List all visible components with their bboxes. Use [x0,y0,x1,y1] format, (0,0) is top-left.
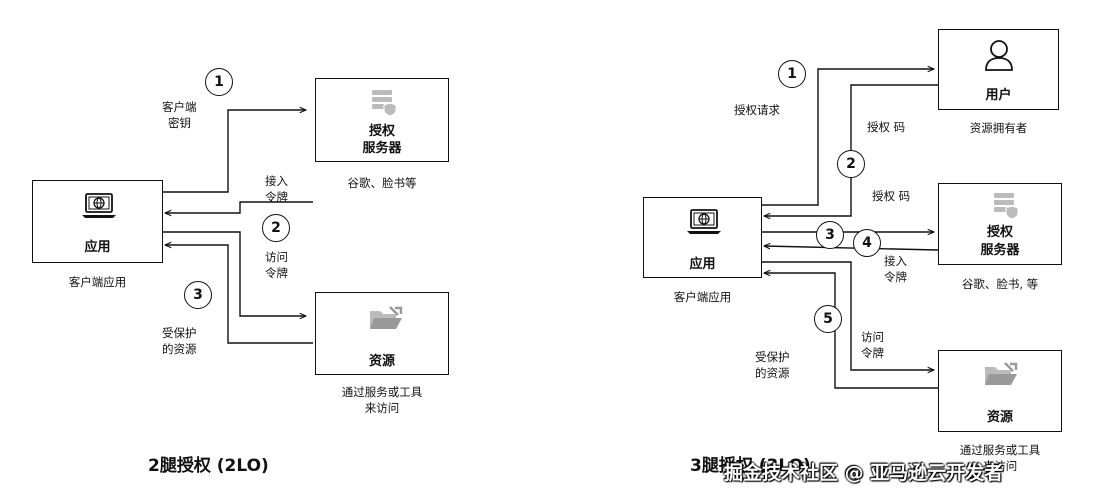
folder-tools-icon [370,306,403,329]
arrow-visit-token-right [762,261,934,370]
resource-caption-1: 通过服务或工具 [959,443,1041,457]
server-shield-icon [372,90,397,117]
label-access-token-in-1: 接入 [265,174,288,188]
resource-caption-2: 来访问 [982,459,1018,473]
step-3-left: 3 [184,281,212,309]
user-box: 用户 [938,29,1059,110]
label-visit-token-1: 访问 [861,330,884,344]
resource-box-left: 资源 [315,292,449,375]
auth-server-title-2: 服务器 [362,141,402,156]
label-protected-2: 的资源 [162,342,197,356]
arrow-visit-token [163,231,306,316]
step-5-right: 5 [814,305,842,333]
user-caption: 资源拥有者 [969,121,1028,135]
label-visit-token-1: 访问 [265,250,288,264]
label-access-token-in-1: 接入 [884,254,907,268]
resource-title: 资源 [986,410,1013,425]
user-icon [985,40,1013,71]
label-access-token-in-2: 令牌 [884,270,907,284]
step-1-right: 1 [778,60,806,88]
auth-server-title-2: 服务器 [980,243,1020,258]
auth-server-title-1: 授权 [986,225,1013,240]
app-box-right: 应用 [643,197,762,278]
app-caption: 客户端应用 [673,290,732,304]
label-access-token-in-2: 令牌 [265,190,288,204]
step-4-right: 4 [853,229,881,257]
arrow-access-token [165,201,313,213]
step-3-right: 3 [816,221,844,249]
watermark: 掘金技术社区 @ 亚马逊云开发者 [724,462,1004,484]
app-box-left: 应用 [32,180,163,263]
auth-server-caption: 谷歌、脸书, 等 [961,277,1039,291]
label-visit-token-2: 令牌 [265,266,288,280]
label-auth-request: 授权请求 [734,103,780,117]
laptop-globe-icon [687,209,721,234]
label-protected-1: 受保护 [162,326,197,340]
label-protected-2: 的资源 [755,366,790,380]
step-1-left: 1 [205,68,233,96]
auth-server-caption: 谷歌、脸书等 [347,176,417,190]
label-client-key-1: 客户端 [162,100,197,114]
resource-caption-1: 通过服务或工具 [341,385,423,399]
step-2-right: 2 [837,150,865,178]
diagram-caption-left: 2腿授权 (2LO) [148,456,269,476]
app-title: 应用 [689,257,716,272]
user-title: 用户 [985,88,1012,103]
arrow-protected-resource [165,245,313,344]
app-title: 应用 [84,240,111,255]
laptop-globe-icon [82,193,116,218]
arrow-client-key [163,110,306,193]
step-2-left: 2 [262,214,290,242]
arrow-auth-request [762,69,934,206]
folder-tools-icon [985,362,1018,385]
auth-server-box-right: 授权 服务器 [938,183,1062,265]
label-client-key-2: 密钥 [168,116,191,130]
app-caption: 客户端应用 [68,275,127,289]
resource-caption-2: 来访问 [364,401,400,415]
arrow-access-token-right [764,246,939,251]
server-shield-icon [994,193,1019,220]
label-auth-code-2: 授权 码 [872,189,911,203]
resource-box-right: 资源 [938,350,1062,432]
resource-title: 资源 [368,354,395,369]
auth-server-box-left: 授权 服务器 [315,78,449,162]
label-auth-code-1: 授权 码 [867,120,906,134]
label-visit-token-2: 令牌 [861,346,884,360]
auth-server-title-1: 授权 [368,124,395,139]
diagram-caption-right: 3腿授权 (3LO) [690,456,811,476]
label-protected-1: 受保护 [755,350,790,364]
